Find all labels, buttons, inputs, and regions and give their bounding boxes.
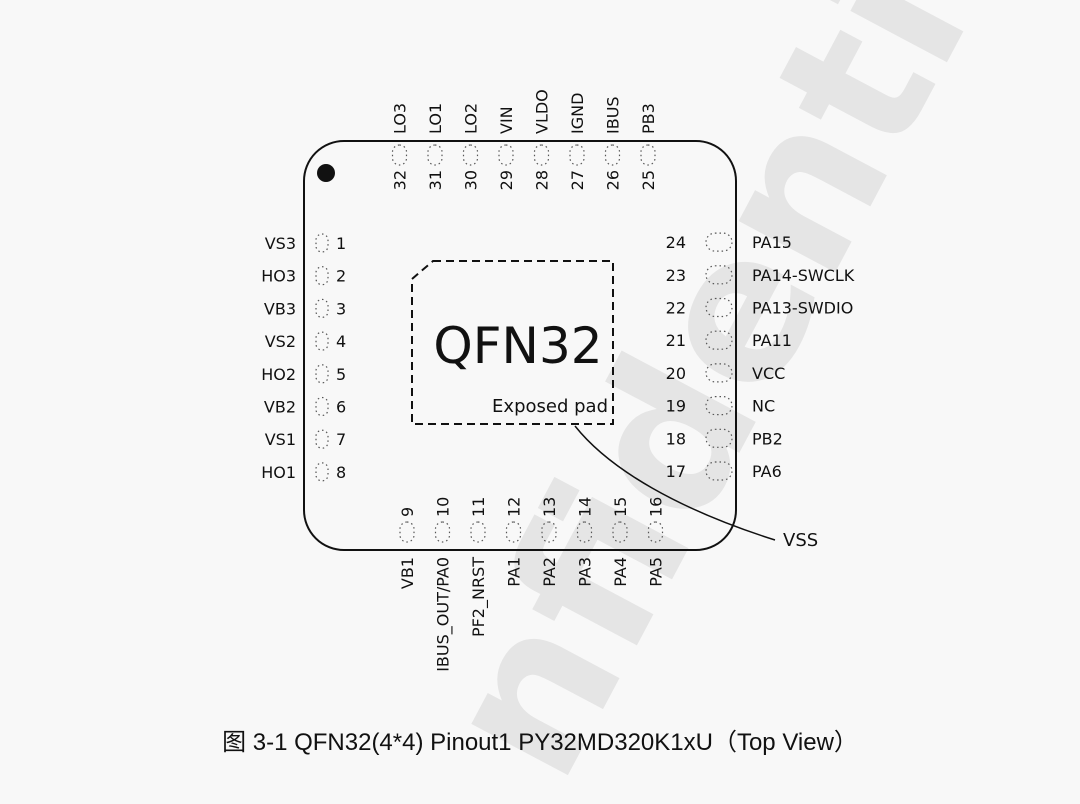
pin-name: PA2 bbox=[540, 557, 559, 587]
pin-pad-bottom bbox=[612, 521, 628, 543]
pin-number: 6 bbox=[336, 398, 346, 417]
pin-number: 18 bbox=[666, 429, 686, 448]
pin-pad-top bbox=[533, 144, 550, 166]
pin-pad-left bbox=[315, 266, 329, 286]
pin-name: PA5 bbox=[647, 557, 666, 587]
pin-name: IGND bbox=[568, 93, 587, 134]
pin-pad-top bbox=[604, 144, 621, 166]
pin-name: PA4 bbox=[611, 557, 630, 587]
pin-number: 1 bbox=[336, 234, 346, 253]
pin-number: 30 bbox=[462, 170, 481, 190]
pin1-marker bbox=[317, 164, 335, 182]
pin-number: 27 bbox=[568, 170, 587, 190]
pin-number: 32 bbox=[391, 170, 410, 190]
pin-name: NC bbox=[752, 397, 775, 416]
pin-name: VB1 bbox=[398, 557, 417, 589]
package-title: QFN32 bbox=[433, 317, 602, 375]
pin-pad-top bbox=[640, 144, 656, 166]
pin-pad-left bbox=[315, 364, 329, 384]
pin-name: VB3 bbox=[264, 299, 296, 318]
pin-name: VLDO bbox=[533, 89, 552, 134]
pin-number: 26 bbox=[604, 170, 623, 190]
pin-number: 4 bbox=[336, 332, 346, 351]
pin-name: HO2 bbox=[261, 365, 296, 384]
pin-pad-left bbox=[315, 298, 329, 318]
pin-number: 25 bbox=[639, 170, 658, 190]
pin-pad-left bbox=[315, 331, 329, 351]
pin-name: PA1 bbox=[505, 557, 524, 587]
pin-number: 8 bbox=[336, 463, 346, 482]
pin-pad-left bbox=[315, 429, 329, 449]
pin-pad-bottom bbox=[647, 521, 664, 543]
pin-pad-bottom bbox=[541, 521, 557, 543]
pin-name: PA13-SWDIO bbox=[752, 299, 853, 318]
pin-number: 10 bbox=[434, 497, 453, 517]
pin-pad-top bbox=[462, 144, 479, 166]
pin-number: 23 bbox=[666, 266, 686, 285]
exposed-pad-label: Exposed pad bbox=[492, 396, 608, 417]
vss-leader-line bbox=[574, 425, 776, 541]
figure-caption: 图 3-1 QFN32(4*4) Pinout1 PY32MD320K1xU（T… bbox=[222, 729, 858, 756]
pin-pad-top bbox=[391, 144, 408, 166]
pin-number: 9 bbox=[398, 507, 417, 517]
pin-pad-left bbox=[315, 233, 329, 253]
pin-name: PA15 bbox=[752, 233, 792, 252]
exposed-pad bbox=[411, 260, 614, 425]
pin-name: PA3 bbox=[576, 557, 595, 587]
pin-pad-bottom bbox=[576, 521, 593, 543]
pin-name: PB2 bbox=[752, 429, 783, 448]
pin-pad-top bbox=[498, 144, 514, 166]
package-body bbox=[303, 140, 737, 551]
pin-number: 21 bbox=[666, 331, 686, 350]
pin-pad-bottom bbox=[470, 521, 486, 543]
pin-name: VS1 bbox=[265, 430, 296, 449]
pin-pad-bottom bbox=[399, 521, 415, 543]
pin-number: 22 bbox=[666, 299, 686, 318]
pin-name: VIN bbox=[497, 106, 516, 134]
pin-name: LO1 bbox=[426, 103, 445, 134]
pin-number: 5 bbox=[336, 365, 346, 384]
pin-number: 11 bbox=[469, 497, 488, 517]
pin-number: 3 bbox=[336, 299, 346, 318]
pin-name: LO3 bbox=[391, 103, 410, 134]
pin-name: PA6 bbox=[752, 462, 782, 481]
pin-name: HO1 bbox=[261, 463, 296, 482]
pin-name: VCC bbox=[752, 364, 785, 383]
pin-name: LO2 bbox=[462, 103, 481, 134]
pin-number: 14 bbox=[576, 497, 595, 517]
pin-name: PA11 bbox=[752, 331, 792, 350]
pin-number: 13 bbox=[540, 497, 559, 517]
pin-pad-left bbox=[315, 396, 329, 417]
pin-name: VS2 bbox=[265, 332, 296, 351]
pin-name: HO3 bbox=[261, 267, 296, 286]
pin-number: 29 bbox=[497, 170, 516, 190]
pin-number: 19 bbox=[666, 397, 686, 416]
pin-name: PA14-SWCLK bbox=[752, 266, 855, 285]
pin-pad-left bbox=[315, 462, 329, 482]
pin-name: IBUS bbox=[604, 96, 623, 134]
pin-pad-top bbox=[427, 144, 443, 166]
pin-number: 28 bbox=[533, 170, 552, 190]
pin-name: PB3 bbox=[639, 103, 658, 134]
pin-number: 12 bbox=[505, 497, 524, 517]
pin-number: 2 bbox=[336, 267, 346, 286]
pin-number: 17 bbox=[666, 462, 686, 481]
pin-number: 24 bbox=[666, 233, 686, 252]
vss-label: VSS bbox=[783, 530, 818, 551]
pin-name: IBUS_OUT/PA0 bbox=[434, 557, 454, 672]
pin-name: VB2 bbox=[264, 398, 296, 417]
pin-pad-top bbox=[569, 144, 585, 166]
pin-number: 15 bbox=[611, 497, 630, 517]
pin-number: 7 bbox=[336, 430, 346, 449]
pin-number: 20 bbox=[666, 364, 686, 383]
pin-number: 31 bbox=[426, 170, 445, 190]
pin-pad-bottom bbox=[505, 521, 522, 543]
pin-pad-bottom bbox=[434, 521, 451, 543]
pin-name: PF2_NRST bbox=[469, 557, 489, 637]
pin-number: 16 bbox=[647, 497, 666, 517]
pin-name: VS3 bbox=[265, 234, 296, 253]
